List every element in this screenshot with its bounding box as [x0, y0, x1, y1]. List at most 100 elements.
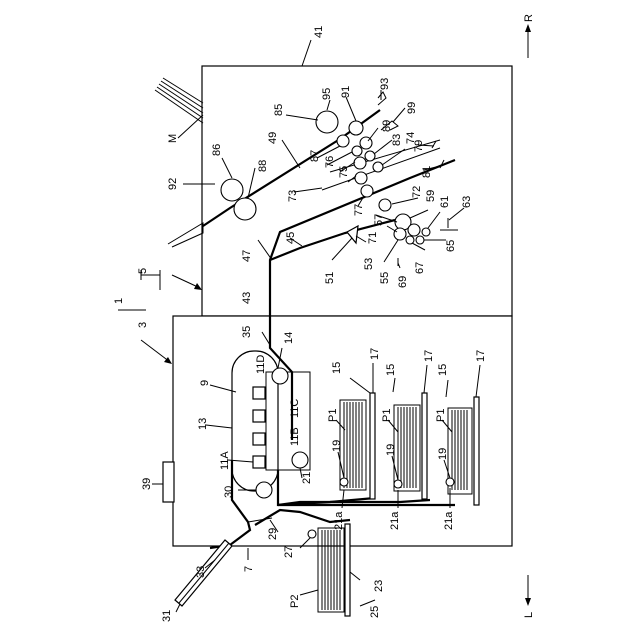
label-19a: 19	[331, 440, 343, 452]
label-21a-3: 21a	[443, 511, 455, 530]
label-27: 27	[283, 546, 295, 558]
label-45: 45	[285, 232, 297, 244]
label-55: 55	[379, 272, 391, 284]
label-39: 39	[141, 478, 153, 490]
label-3: 3	[137, 322, 149, 328]
label-71: 71	[367, 232, 379, 244]
control-panel	[163, 462, 174, 502]
roller-88	[234, 198, 256, 220]
label-67: 67	[414, 262, 426, 274]
label-77: 77	[353, 204, 365, 216]
direction-left-arrow	[525, 575, 531, 606]
label-21a-1: 21a	[333, 511, 345, 530]
roller-65	[416, 236, 424, 244]
label-25: 25	[369, 606, 381, 618]
label-63: 63	[461, 196, 473, 208]
roller-72	[379, 199, 391, 211]
label-17a: 17	[369, 348, 381, 360]
label-29: 29	[267, 528, 279, 540]
roller-76	[354, 157, 366, 169]
label-P2: P2	[289, 595, 301, 608]
roller-75	[355, 172, 367, 184]
roller-83	[373, 162, 383, 172]
label-51: 51	[324, 272, 336, 284]
label-17b: 17	[423, 350, 435, 362]
label-99: 99	[406, 102, 418, 114]
roller-61	[422, 228, 430, 236]
label-L: L	[523, 612, 535, 618]
label-88: 88	[257, 160, 269, 172]
label-175: 75	[338, 166, 350, 178]
label-31: 31	[161, 610, 173, 622]
label-93: 93	[379, 78, 391, 90]
roller-30	[256, 482, 272, 498]
label-30: 30	[223, 486, 235, 498]
label-79: 79	[413, 140, 425, 152]
label-15c: 15	[437, 364, 449, 376]
label-R: R	[523, 14, 535, 22]
label-14: 14	[283, 332, 295, 344]
label-95: 95	[321, 88, 333, 100]
label-89: 89	[381, 120, 393, 132]
label-9: 9	[199, 380, 211, 386]
label-11C: 11C	[289, 399, 301, 418]
label-19c: 19	[437, 448, 449, 460]
roller-21-transfer	[292, 452, 308, 468]
image-station-11a	[253, 456, 265, 468]
document-stack-m	[155, 78, 203, 123]
label-65: 65	[445, 240, 457, 252]
roller-87	[337, 135, 349, 147]
label-35: 35	[241, 326, 253, 338]
label-41: 41	[313, 26, 325, 38]
label-15b: 15	[385, 364, 397, 376]
image-station-11c	[253, 410, 265, 422]
label-33: 33	[195, 566, 207, 578]
label-21a-2: 21a	[389, 511, 401, 530]
label-73: 73	[287, 190, 299, 202]
label-1: 1	[113, 298, 125, 304]
label-76: 76	[324, 156, 336, 168]
label-P1b: P1	[381, 409, 393, 422]
label-72: 72	[411, 186, 423, 198]
label-85: 85	[273, 104, 285, 116]
label-91: 91	[340, 86, 352, 98]
label-49: 49	[267, 132, 279, 144]
roller-74	[365, 151, 375, 161]
label-83: 83	[391, 134, 403, 146]
label-59: 59	[425, 190, 437, 202]
image-station-11d	[253, 387, 265, 399]
label-11A: 11A	[219, 451, 231, 470]
post-processing-unit-housing	[202, 66, 512, 316]
label-61: 61	[439, 196, 451, 208]
roller-86	[221, 179, 243, 201]
label-92: 92	[167, 178, 179, 190]
direction-right-arrow	[525, 24, 531, 58]
roller-76a	[352, 146, 362, 156]
label-47: 47	[241, 250, 253, 262]
roller-91	[349, 121, 363, 135]
label-81: 81	[421, 166, 433, 178]
label-57: 57	[373, 214, 385, 226]
roller-14	[272, 368, 288, 384]
label-15a: 15	[331, 362, 343, 374]
label-21: 21	[301, 472, 313, 484]
label-7: 7	[243, 566, 255, 572]
label-P1c: P1	[435, 409, 447, 422]
roller-71	[394, 228, 406, 240]
image-station-11b	[253, 433, 265, 445]
roller-95	[316, 111, 338, 133]
label-P1a: P1	[327, 409, 339, 422]
label-M: M	[167, 134, 179, 143]
label-11B: 11B	[289, 427, 301, 446]
roller-67	[406, 236, 414, 244]
roller-57	[408, 224, 420, 236]
label-13: 13	[197, 418, 209, 430]
label-43: 43	[241, 292, 253, 304]
label-11D: 11D	[255, 355, 267, 374]
label-17c: 17	[475, 350, 487, 362]
label-69: 69	[397, 276, 409, 288]
roller-77	[361, 185, 373, 197]
label-87: 87	[309, 150, 321, 162]
label-53: 53	[363, 258, 375, 270]
